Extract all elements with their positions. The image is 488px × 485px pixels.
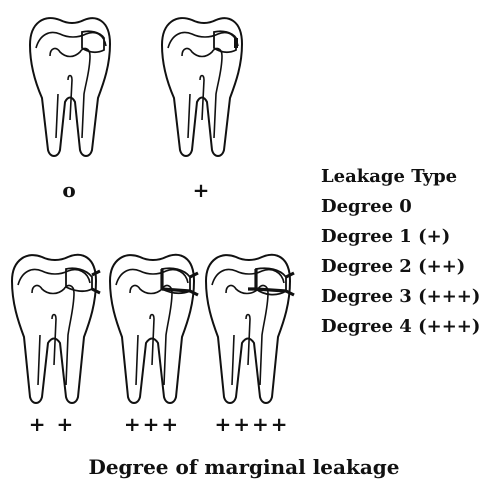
tooth-pulp-chamber xyxy=(226,286,268,385)
tooth-pulp-chamber xyxy=(182,49,222,138)
tooth-crown-outline xyxy=(30,18,110,156)
tooth-enamel-line xyxy=(212,270,284,285)
tooth-label-degree-4: ++++ xyxy=(202,412,302,436)
figure-caption: Degree of marginal leakage xyxy=(0,455,488,479)
tooth-enamel-line xyxy=(18,270,90,285)
tooth-degree-4-drawing xyxy=(198,245,298,410)
tooth-pulp-chamber xyxy=(130,286,172,385)
tooth-degree-0-drawing xyxy=(20,10,120,160)
legend-item-degree-4: Degree 4 (+++) xyxy=(321,312,486,342)
tooth-label-degree-1: + xyxy=(182,178,222,202)
restoration-outline xyxy=(66,268,92,291)
tooth-pulp-chamber xyxy=(50,49,90,138)
tooth-crown-outline xyxy=(162,18,242,156)
tooth-label-degree-3: +++ xyxy=(112,412,192,436)
tooth-crown-outline xyxy=(110,255,194,403)
tooth-enamel-line xyxy=(36,33,106,48)
legend-item-degree-3: Degree 3 (+++) xyxy=(321,282,486,312)
legend-item-degree-0: Degree 0 xyxy=(321,192,486,222)
tooth-label-degree-2: + + xyxy=(22,412,82,436)
legend-item-degree-1: Degree 1 (+) xyxy=(321,222,486,252)
tooth-label-degree-0: o xyxy=(50,178,90,202)
tooth-enamel-line xyxy=(116,270,188,285)
leakage-legend: Leakage Type Degree 0 Degree 1 (+) Degre… xyxy=(321,162,486,342)
tooth-crown-outline xyxy=(12,255,96,403)
legend-item-degree-2: Degree 2 (++) xyxy=(321,252,486,282)
tooth-degree-3-drawing xyxy=(102,245,202,410)
tooth-enamel-line xyxy=(168,33,238,48)
tooth-degree-1-drawing xyxy=(152,10,252,160)
tooth-pulp-chamber xyxy=(32,286,74,385)
tooth-crown-outline xyxy=(206,255,290,403)
legend-title: Leakage Type xyxy=(321,162,486,192)
tooth-degree-2-drawing xyxy=(4,245,104,410)
